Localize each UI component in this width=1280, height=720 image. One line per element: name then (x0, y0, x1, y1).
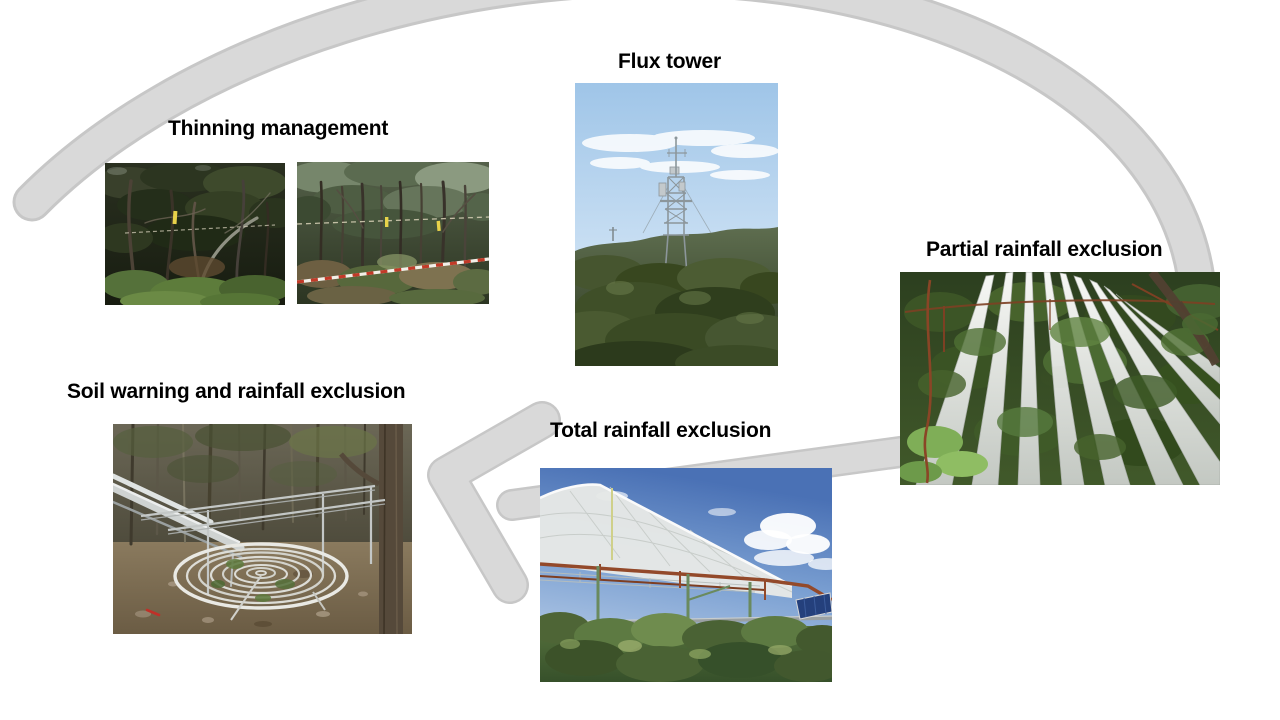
thinning-photo-right (297, 162, 489, 304)
cycle-arrow (12, 0, 1218, 320)
label-soil-warming: Soil warning and rainfall exclusion (67, 380, 406, 403)
flux-tower-photo (575, 83, 778, 366)
label-total-rainfall: Total rainfall exclusion (550, 419, 772, 442)
left-arrow-head (429, 403, 559, 602)
label-partial-rainfall: Partial rainfall exclusion (926, 238, 1163, 261)
total-rainfall-photo (540, 468, 832, 682)
label-flux-tower: Flux tower (618, 50, 722, 73)
soil-warming-photo (113, 424, 412, 634)
label-thinning: Thinning management (168, 117, 389, 140)
partial-rainfall-photo (900, 272, 1220, 485)
cycle-arrow-body (15, 0, 1215, 317)
thinning-photo-left (105, 163, 285, 305)
